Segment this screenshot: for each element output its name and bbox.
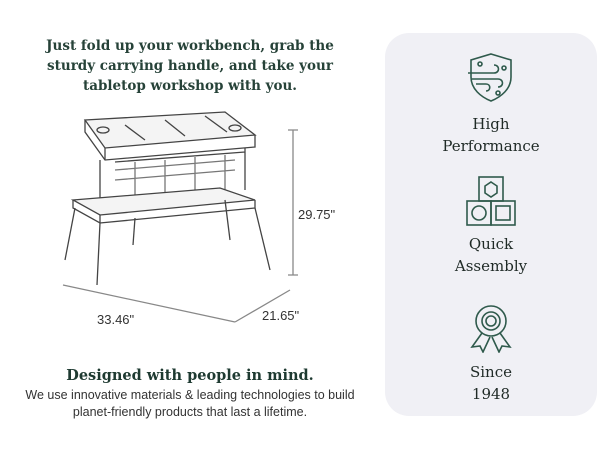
- intro-text: Just fold up your workbench, grab the st…: [46, 38, 334, 94]
- workbench-illustration: [62, 111, 298, 323]
- features-panel: High Performance Quick Assembly Since 19…: [385, 33, 597, 416]
- section-body: We use innovative materials & leading te…: [25, 388, 355, 419]
- shield-wind-icon: [468, 53, 512, 102]
- feature-since-1948: Since 1948: [385, 303, 597, 405]
- length-dimension: 33.46": [97, 312, 135, 327]
- blocks-icon: [466, 176, 516, 226]
- award-ribbon-icon: [470, 305, 512, 353]
- section-heading: Designed with people in mind.: [66, 367, 314, 384]
- height-dimension: 29.75": [298, 207, 336, 222]
- feature-high-performance: High Performance: [385, 51, 597, 157]
- feature-quick-assembly: Quick Assembly: [385, 175, 597, 277]
- depth-dimension: 21.65": [262, 308, 300, 323]
